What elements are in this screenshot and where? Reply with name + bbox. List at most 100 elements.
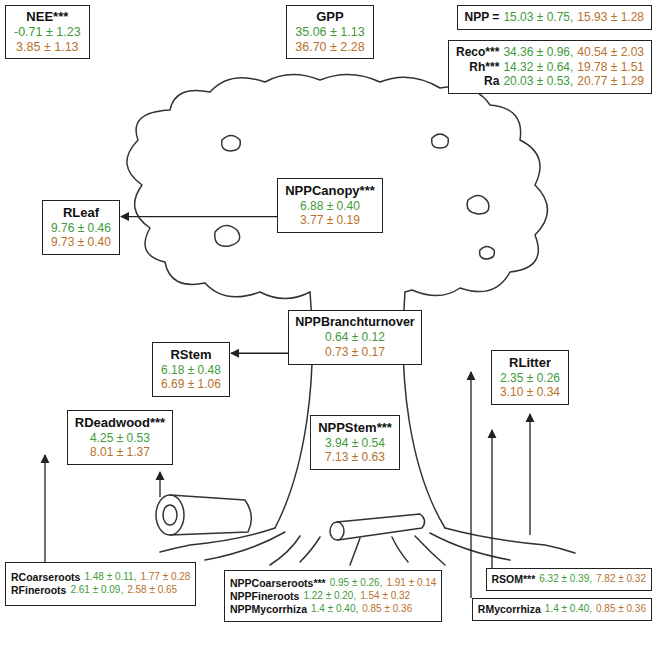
text-row: NPPMycorrhiza1.4 ± 0.40,0.85 ± 0.36: [230, 603, 436, 616]
flux-value: 1.22 ± 0.20,: [303, 590, 356, 603]
text-row: Reco*** 34.36 ± 0.96, 40.54 ± 2.03: [456, 45, 644, 60]
flux-label: Rh***: [469, 60, 499, 75]
text-row: 3.77 ± 0.19: [285, 213, 375, 228]
flux-value: 15.93 ± 1.28: [577, 10, 644, 25]
text-row: Rh*** 14.32 ± 0.64, 19.78 ± 1.51: [456, 60, 644, 75]
flux-arrow: [231, 353, 288, 354]
text-row: 36.70 ± 2.28: [295, 40, 364, 55]
text-row: 0.64 ± 0.12: [295, 330, 414, 345]
deadwood-branch: [337, 514, 425, 540]
tree-canopy: [127, 74, 548, 298]
text-row: RFineroots 2.61 ± 0.09, 2.58 ± 0.65: [11, 584, 190, 597]
text-row: NPPStem***: [318, 420, 392, 436]
flux-value: 4.25 ± 0.53: [90, 431, 150, 446]
flux-value: 34.36 ± 0.96,: [503, 45, 573, 60]
canopy-gap: [432, 134, 449, 148]
flux-value: 2.35 ± 0.26: [500, 371, 560, 386]
text-row: 6.88 ± 0.40: [285, 199, 375, 214]
text-row: 3.94 ± 0.54: [318, 436, 392, 451]
flux-label: RCoarseroots: [11, 571, 80, 584]
flux-label: RLitter: [509, 355, 551, 371]
text-row: 2.35 ± 0.26: [500, 371, 560, 386]
flux-label: NPPStem***: [318, 420, 392, 436]
flux-arrow: [470, 372, 471, 598]
text-row: -0.71 ± 1.23: [14, 25, 81, 40]
text-row: 7.13 ± 0.63: [318, 450, 392, 465]
canopy-gap: [467, 195, 489, 214]
flux-value: 40.54 ± 2.03: [577, 45, 644, 60]
text-row: 9.73 ± 0.40: [51, 235, 111, 250]
flux-value: 3.77 ± 0.19: [300, 213, 360, 228]
text-row: 6.18 ± 0.48: [161, 363, 221, 378]
flux-box: RCoarseroots1.48 ± 0.11,1.77 ± 0.28RFine…: [5, 562, 196, 606]
text-row: 4.25 ± 0.53: [75, 431, 165, 446]
flux-box: RLitter2.35 ± 0.263.10 ± 0.34: [491, 350, 569, 405]
canopy-gap: [480, 247, 495, 260]
flux-label: NPPBranchturnover: [295, 315, 414, 330]
flux-value: 2.58 ± 0.65: [127, 584, 177, 597]
flux-value: 36.70 ± 2.28: [295, 40, 364, 55]
text-row: NPPCanopy***: [285, 183, 375, 199]
flux-value: 3.10 ± 0.34: [500, 385, 560, 400]
text-row: 0.73 ± 0.17: [295, 345, 414, 360]
flux-box: NPPCoarseroots*** 0.95 ± 0.26,1.91 ± 0.14…: [224, 570, 442, 622]
flux-value: 0.64 ± 0.12: [325, 330, 385, 345]
canopy-gap: [215, 225, 240, 246]
text-row: NEE***: [14, 9, 81, 25]
text-row: RLitter: [500, 355, 560, 371]
flux-box: GPP35.06 ± 1.1336.70 ± 2.28: [286, 5, 373, 59]
flux-label: Reco***: [456, 45, 499, 60]
flux-box: NPP =15.03 ± 0.75,15.93 ± 1.28: [457, 5, 652, 30]
flux-label: RFineroots: [11, 584, 66, 597]
flux-value: 35.06 ± 1.13: [295, 25, 364, 40]
text-row: 6.69 ± 1.06: [161, 377, 221, 392]
flux-label: Ra: [484, 74, 499, 89]
flux-value: 0.73 ± 0.17: [325, 345, 385, 360]
flux-label: NPPMycorrhiza: [230, 603, 307, 616]
flux-value: -0.71 ± 1.23: [14, 25, 81, 40]
text-row: 8.01 ± 1.37: [75, 445, 165, 460]
flux-value: 1.48 ± 0.11,: [84, 571, 136, 584]
flux-arrow: [121, 216, 277, 217]
flux-label: NPPCoarseroots***: [230, 577, 326, 590]
flux-value: 20.03 ± 0.53,: [503, 74, 573, 89]
flux-value: 9.73 ± 0.40: [51, 235, 111, 250]
flux-label: GPP: [316, 9, 343, 25]
flux-box: Reco*** 34.36 ± 0.96, 40.54 ± 2.03Rh*** 14.…: [448, 40, 652, 94]
flux-label: RStem: [170, 347, 211, 363]
text-row: RSOM***6.32 ± 0.39,7.82 ± 0.32: [492, 573, 647, 586]
flux-value: 2.61 ± 0.09,: [70, 584, 123, 597]
text-row: NPPFineroots1.22 ± 0.20,1.54 ± 0.32: [230, 590, 436, 603]
flux-value: 6.69 ± 1.06: [161, 377, 221, 392]
text-row: NPP =15.03 ± 0.75,15.93 ± 1.28: [465, 10, 644, 25]
text-row: 3.10 ± 0.34: [500, 385, 560, 400]
flux-value: 14.32 ± 0.64,: [503, 60, 573, 75]
flux-arrow: [491, 430, 492, 568]
flux-value: 1.91 ± 0.14: [386, 577, 436, 590]
flux-box: RLeaf9.76 ± 0.469.73 ± 0.40: [42, 200, 120, 255]
flux-value: 7.13 ± 0.63: [325, 450, 385, 465]
flux-value: 1.77 ± 0.28: [140, 571, 190, 584]
flux-label: RDeadwood***: [75, 415, 165, 431]
flux-value: 3.94 ± 0.54: [325, 436, 385, 451]
flux-arrow: [529, 414, 530, 535]
flux-value: 3.85 ± 1.13: [16, 40, 78, 55]
flux-value: 8.01 ± 1.37: [90, 445, 150, 460]
flux-label: NPP =: [465, 10, 500, 25]
deadwood-log: [170, 495, 251, 535]
flux-value: 6.18 ± 0.48: [161, 363, 221, 378]
flux-value: 19.78 ± 1.51: [577, 60, 644, 75]
flux-value: 1.54 ± 0.32: [360, 590, 410, 603]
flux-box: NPPStem***3.94 ± 0.547.13 ± 0.63: [310, 415, 400, 470]
flux-value: 6.32 ± 0.39,: [539, 573, 592, 586]
deadwood-branch: [330, 522, 344, 540]
text-row: Ra20.03 ± 0.53,20.77 ± 1.29: [456, 74, 644, 89]
text-row: NPPBranchturnover: [295, 315, 414, 330]
text-row: RStem: [161, 347, 221, 363]
flux-value: 0.85 ± 0.36: [596, 603, 646, 616]
canopy-gap: [222, 136, 241, 152]
flux-value: 0.95 ± 0.26,: [330, 577, 383, 590]
flux-label: NPPCanopy***: [285, 183, 375, 199]
flux-box: NPPCanopy***6.88 ± 0.403.77 ± 0.19: [277, 178, 383, 233]
